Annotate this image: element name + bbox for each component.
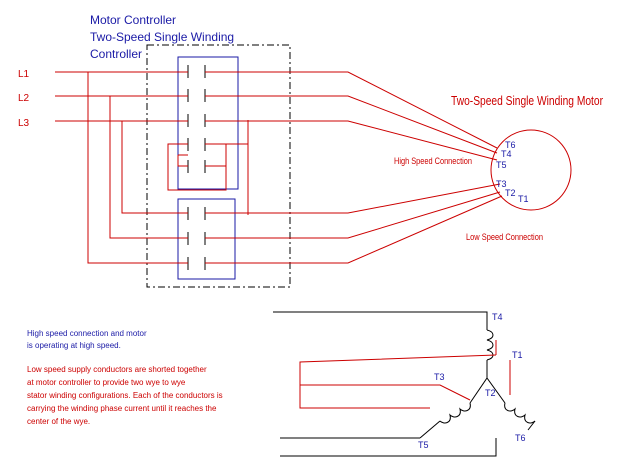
motor-terminal-t4: T4 [501, 149, 512, 159]
note-low-line-5: center of the wye. [27, 417, 90, 426]
note-low-line-1: Low speed supply conductors are shorted … [27, 365, 207, 374]
motor-terminal-t1: T1 [518, 194, 529, 204]
shorting-jumpers [167, 120, 249, 215]
wye-terminal-t5: T5 [418, 440, 429, 450]
supply-wires [55, 71, 188, 264]
high-speed-contactor-box [177, 56, 239, 190]
note-high-line-1: High speed connection and motor [27, 329, 147, 338]
note-high-line-2: is operating at high speed. [27, 341, 121, 350]
note-low-line-4: carrying the winding phase current until… [27, 404, 217, 413]
low-speed-short-loop [299, 340, 511, 409]
controller-boundary [146, 44, 291, 288]
high-speed-connection-label: High Speed Connection [394, 156, 472, 166]
motor-title: Two-Speed Single Winding Motor [451, 93, 604, 108]
wye-terminal-t2: T2 [485, 388, 496, 398]
wye-terminal-t1: T1 [512, 350, 523, 360]
motor-terminal-t6: T6 [505, 140, 516, 150]
controller-title-line-3: Controller [90, 47, 142, 61]
wye-wiring [273, 311, 506, 457]
wye-coils [419, 329, 536, 439]
note-low-line-2: at motor controller to provide two wye t… [27, 378, 186, 387]
wye-terminal-t6: T6 [515, 433, 526, 443]
motor-terminal-t2: T2 [505, 188, 516, 198]
controller-title-line-1: Motor Controller [90, 13, 176, 27]
wye-terminal-t4: T4 [492, 312, 503, 322]
note-low-line-3: stator winding configurations. Each of t… [27, 391, 223, 400]
line-label-l1: L1 [18, 69, 30, 80]
low-speed-output-wires [205, 183, 503, 264]
motor-circle [490, 129, 572, 211]
motor-terminal-t3: T3 [496, 179, 507, 189]
motor-terminal-t5: T5 [496, 160, 507, 170]
low-speed-connection-label: Low Speed Connection [466, 232, 543, 242]
controller-title-line-2: Two-Speed Single Winding [90, 30, 234, 44]
wye-terminal-t3: T3 [434, 372, 445, 382]
low-speed-contactor-box [177, 198, 236, 280]
line-label-l3: L3 [18, 118, 30, 129]
line-label-l2: L2 [18, 93, 30, 104]
high-speed-output-wires [205, 71, 498, 161]
high-speed-contacts [187, 65, 206, 173]
low-speed-contacts [187, 207, 206, 270]
